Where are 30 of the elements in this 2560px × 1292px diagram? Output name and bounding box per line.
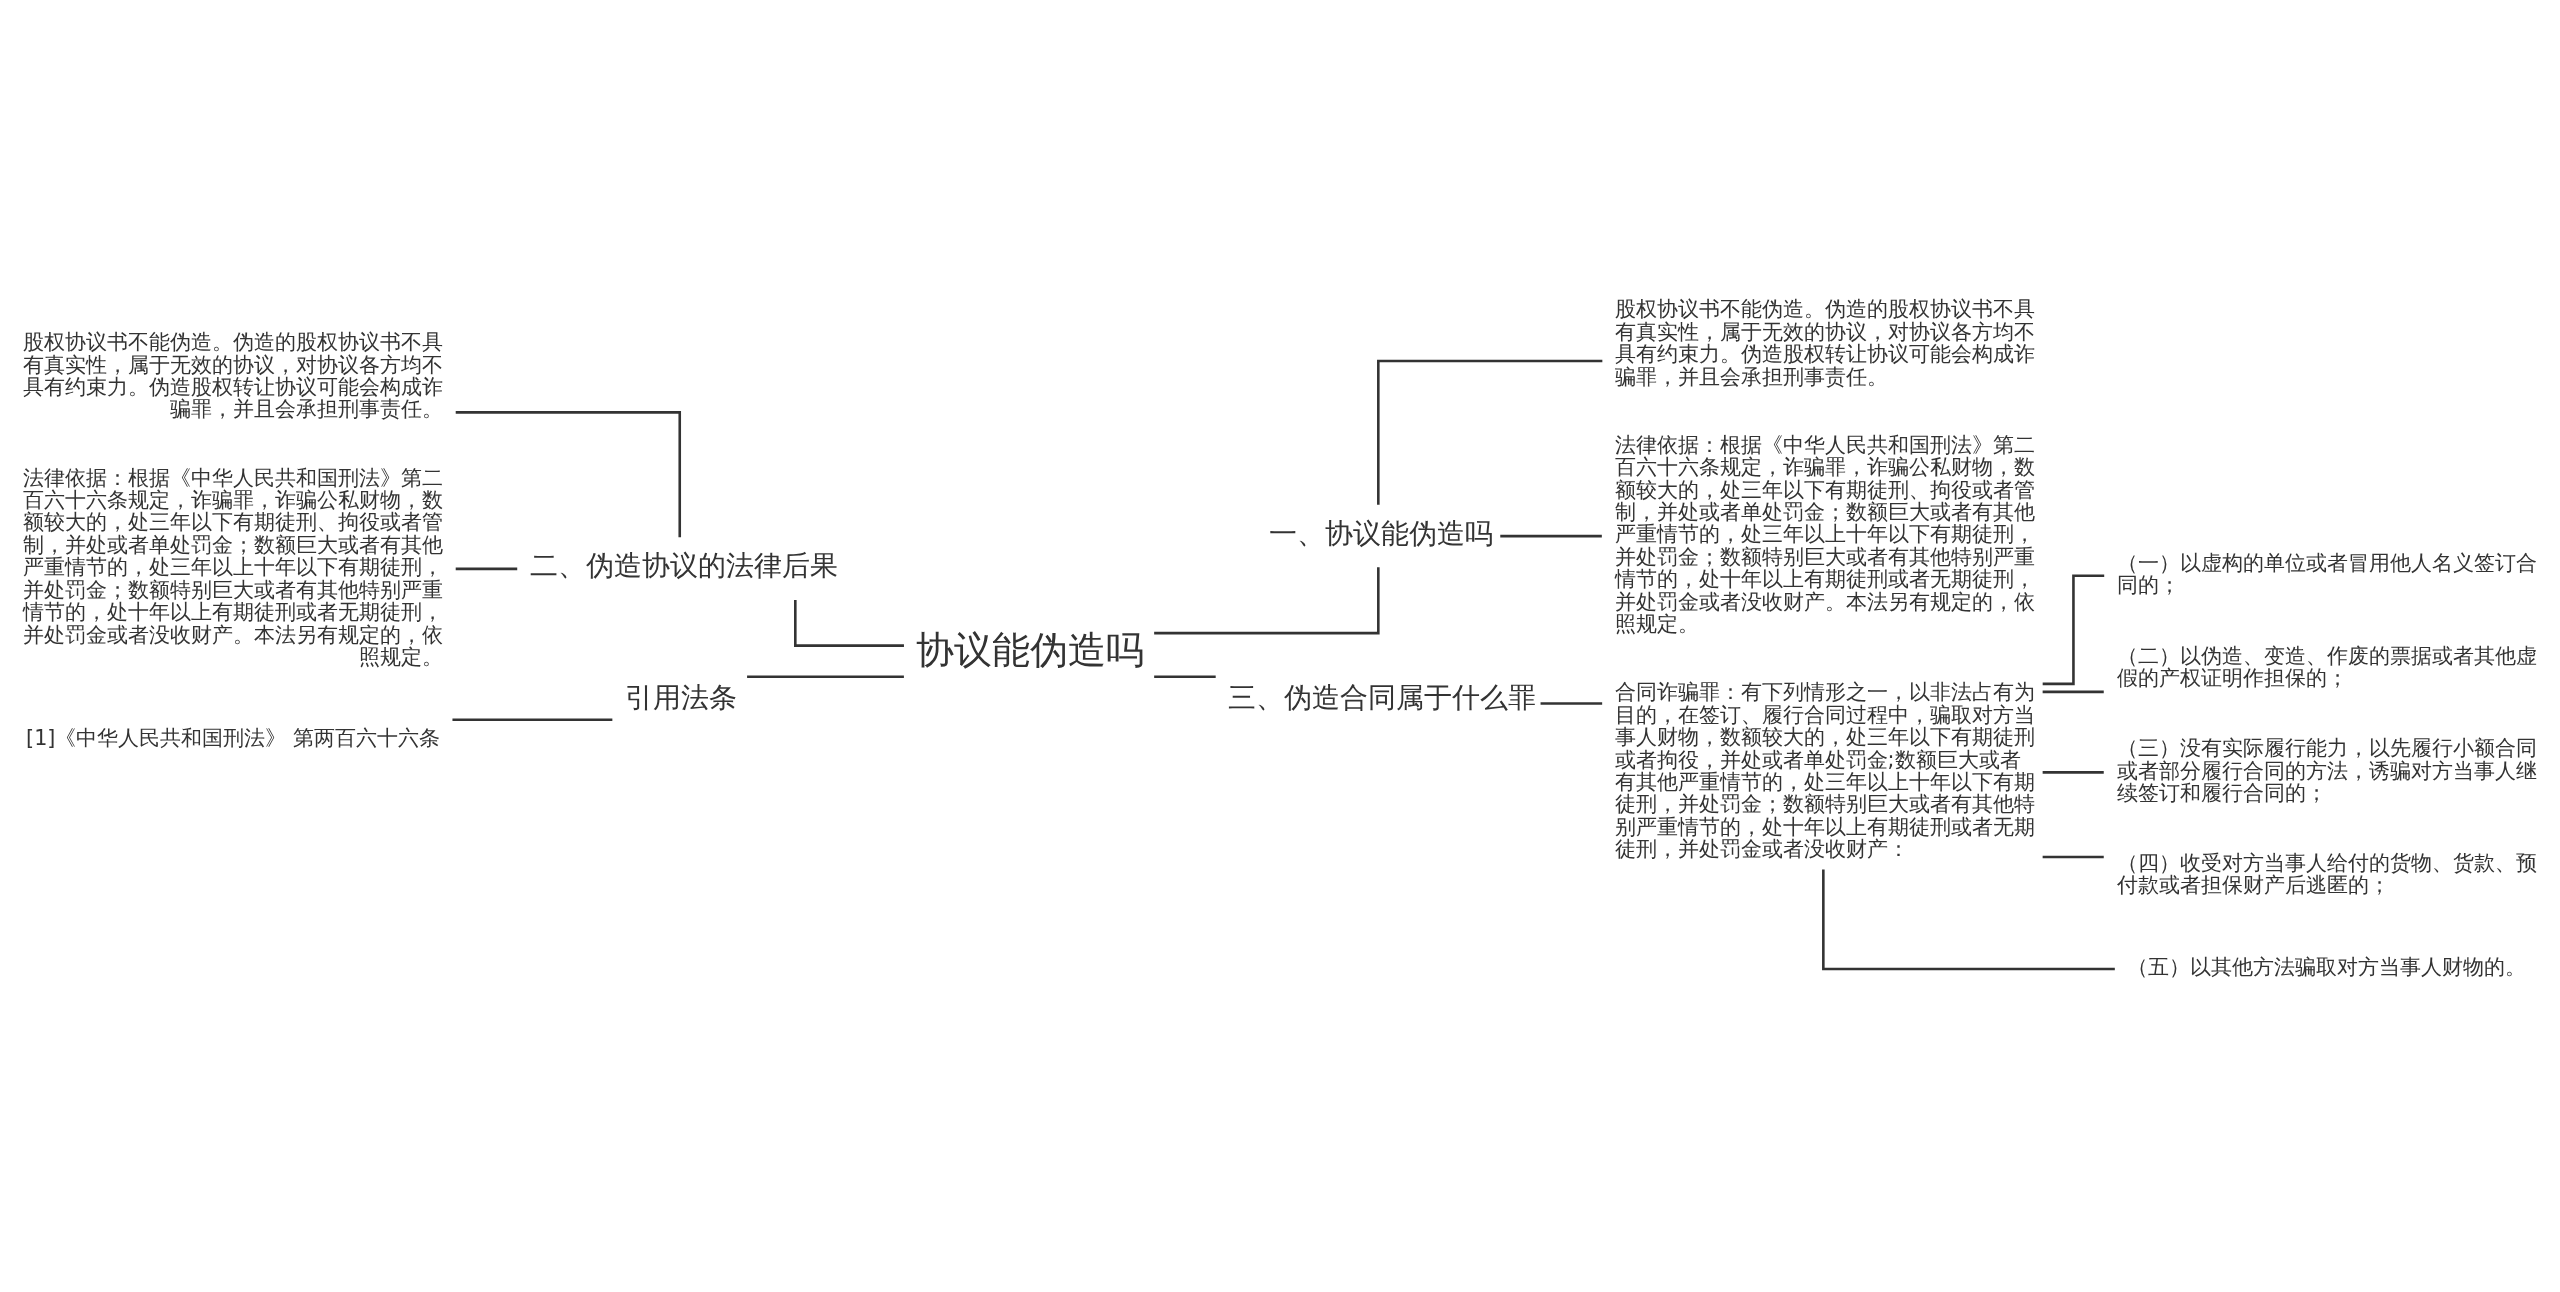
connector bbox=[2042, 690, 2104, 693]
node-text: （五）以其他方法骗取对方当事人财物的。 bbox=[2126, 954, 2526, 979]
node-text: 一、协议能伪造吗 bbox=[1268, 516, 1493, 550]
connector bbox=[1500, 534, 1602, 537]
connector bbox=[2042, 855, 2104, 858]
node-text: 三、伪造合同属于什么罪 bbox=[1228, 680, 1537, 714]
connector bbox=[747, 674, 904, 678]
node-text: 二、伪造协议的法律后果 bbox=[529, 548, 838, 582]
node-text: （三）没有实际履行能力，以先履行小额合同或者部分履行合同的方法，诱骗对方当事人继续签订和履行合同的； bbox=[2116, 735, 2537, 805]
node-text: 法律依据：根据《中华人民共和国刑法》第二百六十六条规定，诈骗罪，诈骗公私财物，数额较大的，处三年以下有期徒刑、拘役或者管制，并处或者单处罚金；数额巨大或者有其他严重情节的，处三年以上十年以下有期徒刑，并处罚金；数额特别巨大或者有其他特别严重情节的，处十年以上有期徒刑或者无期徒刑，并处罚金或者没收财产。本法另有规定的，依照规定。 bbox=[1614, 432, 2035, 636]
connector bbox=[1154, 566, 1380, 634]
node-text: 股权协议书不能伪造。伪造的股权协议书不具有真实性，属于无效的协议，对协议各方均不具有约束力。伪造股权转让协议可能会构成诈骗罪，并且会承担刑事责任。 bbox=[1614, 296, 2035, 389]
node-text: （二）以伪造、变造、作废的票据或者其他虚假的产权证明作担保的； bbox=[2116, 643, 2537, 690]
node-text: （一）以虚构的单位或者冒用他人名义签订合同的； bbox=[2116, 550, 2537, 597]
node-text: 法律依据：根据《中华人民共和国刑法》第二百六十六条规定，诈骗罪，诈骗公私财物，数额较大的，处三年以下有期徒刑、拘役或者管制，并处或者单处罚金；数额巨大或者有其他严重情节的，处三年以上十年以下有期徒刑，并处罚金；数额特别巨大或者有其他特别严重情节的，处十年以上有期徒刑或者无期徒刑，并处罚金或者没收财产。本法另有规定的，依照规定。 bbox=[23, 465, 444, 669]
connector bbox=[455, 410, 682, 537]
node-text: [1]《中华人民共和国刑法》 第两百六十六条 bbox=[26, 725, 440, 750]
node-text: 合同诈骗罪：有下列情形之一，以非法占有为目的，在签订、履行合同过程中，骗取对方当事人财物，数额较大的，处三年以下有期徒刑或者拘役，并处或者单处罚金;数额巨大或者有其他严重情节的，处三年以上十年以下有期徒刑，并处罚金；数额特别巨大或者有其他特别严重情节的，处十年以上有期徒刑或者无期徒刑，并处罚金或者没收财产： bbox=[1614, 679, 2035, 861]
connector bbox=[794, 599, 904, 647]
node-text: 引用法条 bbox=[624, 680, 737, 714]
connector bbox=[2042, 770, 2104, 774]
connector bbox=[1822, 869, 2115, 970]
connector bbox=[452, 718, 613, 721]
node-text: （四）收受对方当事人给付的货物、货款、预付款或者担保财产后逃匿的； bbox=[2116, 850, 2537, 897]
node-text: 协议能伪造吗 bbox=[916, 627, 1145, 672]
node-text: 股权协议书不能伪造。伪造的股权协议书不具有真实性，属于无效的协议，对协议各方均不具有约束力。伪造股权转让协议可能会构成诈骗罪，并且会承担刑事责任。 bbox=[23, 329, 444, 421]
connector bbox=[1154, 674, 1216, 678]
connector bbox=[1377, 359, 1603, 505]
connector bbox=[455, 567, 518, 570]
connector bbox=[1540, 701, 1603, 705]
